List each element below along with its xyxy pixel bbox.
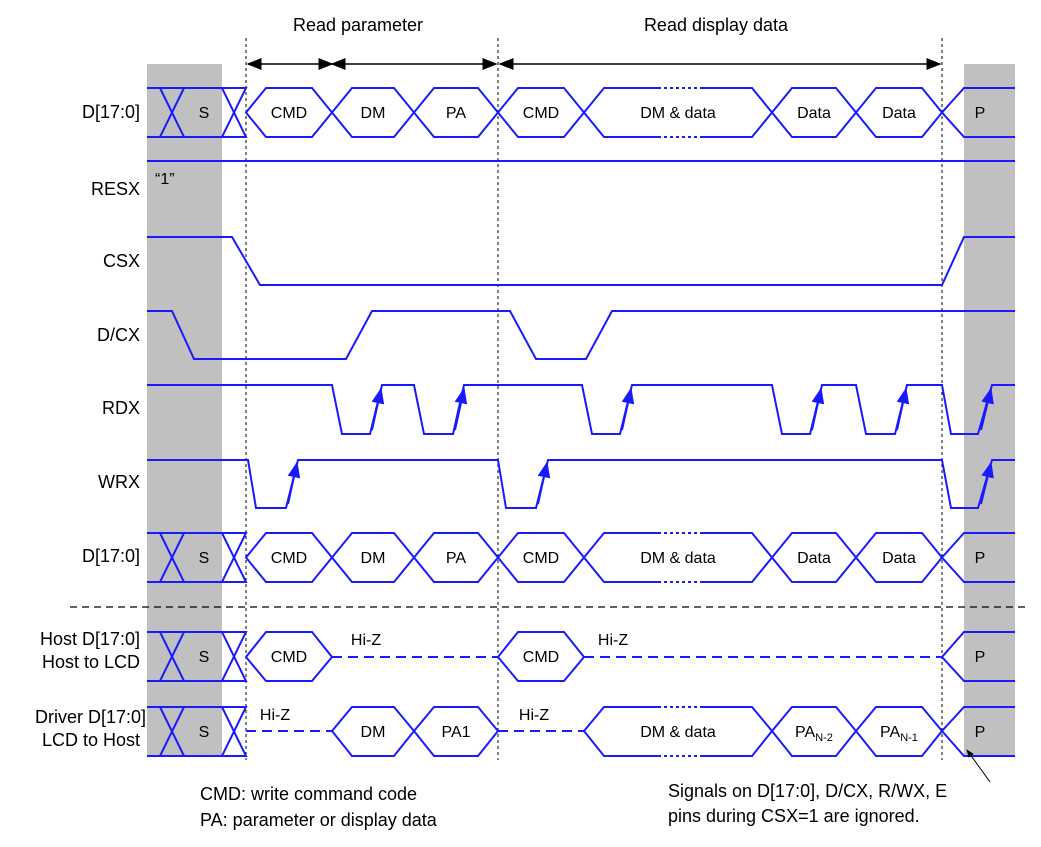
host-hiz1-text: Hi-Z (351, 632, 381, 649)
bus-d-top: S CMD DM PA CMD DM & data Data Data P (147, 87, 1015, 138)
wrx-edge-3 (980, 461, 994, 505)
read-display-data-title: Read display data (644, 15, 789, 35)
bus-bottom-label-1: CMD (271, 550, 307, 567)
label-host-1: Host D[17:0] (40, 629, 140, 649)
label-dcx: D/CX (97, 325, 140, 345)
rdx-edge-1 (371, 387, 385, 431)
legend-cmd: CMD: write command code (200, 784, 417, 804)
host-cmd2-text: CMD (523, 649, 559, 666)
wrx-edge-2 (537, 461, 551, 505)
host-p-segment (940, 631, 1015, 682)
host-hiz2-text: Hi-Z (598, 632, 628, 649)
rdx-edge-2 (454, 387, 468, 431)
resx-value: “1” (155, 171, 175, 188)
bus-top-label-8: P (975, 105, 986, 122)
note-line-2: pins during CSX=1 are ignored. (668, 806, 920, 826)
rdx-edge-6 (980, 387, 994, 431)
driver-pa-n1-text: PAN-1 (880, 724, 918, 744)
bus-bottom-dm-data-left (582, 532, 658, 583)
driver-s-text: S (199, 724, 210, 741)
label-rdx: RDX (102, 398, 140, 418)
bus-top-dm-data-left (582, 87, 658, 138)
bus-bottom-label-2: DM (361, 550, 386, 567)
dcx-waveform (147, 310, 1015, 360)
bus-top-label-0: S (199, 105, 210, 122)
bus-d-bottom: S CMD DM PA CMD DM & data Data Data P (147, 532, 1015, 583)
legend-pa: PA: parameter or display data (200, 810, 438, 830)
label-csx: CSX (103, 251, 140, 271)
bus-bottom-label-8: P (975, 550, 986, 567)
bus-bottom-p-segment (940, 532, 1015, 583)
driver-p-text: P (975, 724, 986, 741)
bus-bottom-label-3: PA (446, 550, 466, 567)
driver-pa-n2-text: PAN-2 (795, 724, 833, 744)
bus-top-label-5: DM & data (640, 105, 716, 122)
host-p-text: P (975, 649, 986, 666)
label-wrx: WRX (98, 472, 140, 492)
bus-top-label-7: Data (882, 105, 916, 122)
rdx-edge-3 (621, 387, 635, 431)
csx-waveform (147, 236, 1015, 286)
label-driver-1: Driver D[17:0] (35, 707, 146, 727)
note-line-1: Signals on D[17:0], D/CX, R/WX, E (668, 781, 947, 801)
label-resx: RESX (91, 179, 140, 199)
bus-bottom-s-segment-b (147, 532, 248, 583)
bus-top-label-3: PA (446, 105, 466, 122)
label-driver-2: LCD to Host (42, 730, 140, 750)
driver-dm-data-box (582, 706, 658, 757)
driver-p-segment (940, 706, 1015, 757)
host-bus: S CMD Hi-Z CMD Hi-Z P (147, 631, 1015, 682)
driver-dm-text: DM (361, 724, 386, 741)
bus-top-label-1: CMD (271, 105, 307, 122)
bus-top-p-segment (940, 87, 1015, 138)
label-d-bottom: D[17:0] (82, 546, 140, 566)
rdx-edge-5 (896, 387, 910, 431)
bus-top-label-2: DM (361, 105, 386, 122)
bus-top-label-6: Data (797, 105, 831, 122)
host-s-text: S (199, 649, 210, 666)
rdx-edge-4 (811, 387, 825, 431)
label-host-2: Host to LCD (42, 652, 140, 672)
bus-bottom-label-6: Data (797, 550, 831, 567)
bus-bottom-label-7: Data (882, 550, 916, 567)
rdx-waveform (147, 384, 1015, 435)
driver-bus: S Hi-Z DM PA1 Hi-Z DM & data PAN-2 PAN-1… (147, 706, 1015, 757)
read-parameter-title: Read parameter (293, 15, 423, 35)
shade-right (964, 64, 1015, 756)
host-cmd1-text: CMD (271, 649, 307, 666)
driver-hiz1-text: Hi-Z (260, 707, 290, 724)
wrx-waveform (147, 459, 1015, 509)
bus-bottom-label-0: S (199, 550, 210, 567)
wrx-edge-1 (287, 461, 301, 505)
bus-top-label-4: CMD (523, 105, 559, 122)
bus-bottom-label-4: CMD (523, 550, 559, 567)
bus-bottom-label-5: DM & data (640, 550, 716, 567)
label-d-top: D[17:0] (82, 102, 140, 122)
driver-pa1-text: PA1 (441, 724, 470, 741)
shade-left (147, 64, 222, 756)
bus-top-s-segment-b (147, 87, 248, 138)
driver-hiz2-text: Hi-Z (519, 707, 549, 724)
note-pointer (966, 749, 991, 783)
driver-dm-data-text: DM & data (640, 724, 716, 741)
